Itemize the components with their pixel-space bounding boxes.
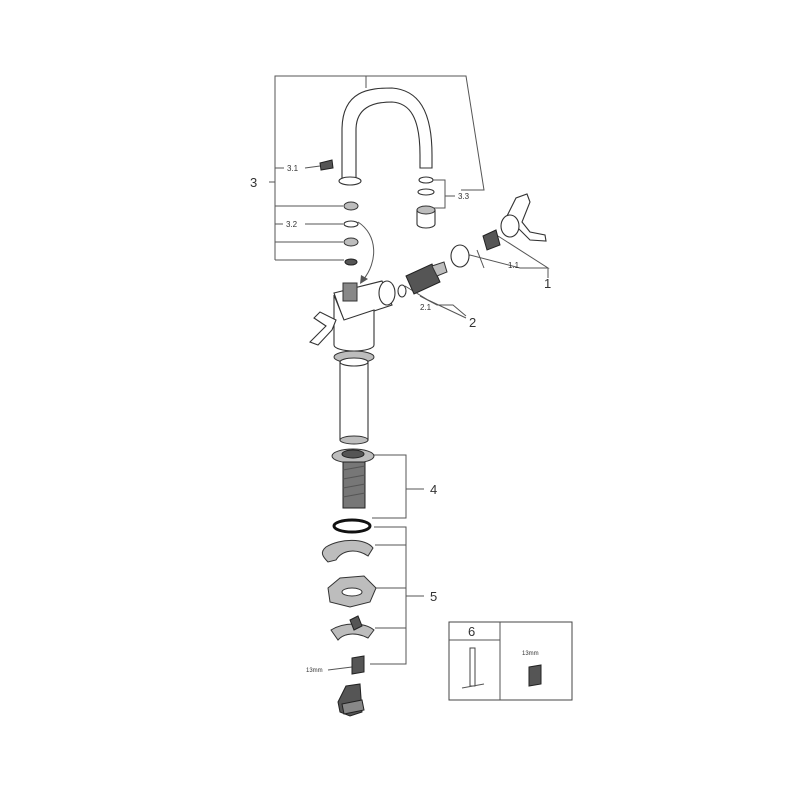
- leader-3: [274, 75, 366, 260]
- socket-tool: [528, 664, 542, 687]
- wrench-size-label: 13mm: [306, 668, 323, 674]
- valve-body: [309, 280, 396, 445]
- spout-clip: [319, 159, 334, 171]
- cartridge-o-ring: [397, 284, 407, 298]
- spout-washer: [417, 188, 435, 196]
- spout-o-ring: [418, 176, 434, 184]
- callout-5: 5: [430, 589, 437, 604]
- callout-3-2: 3.2: [286, 220, 298, 229]
- callout-2: 2: [469, 315, 476, 330]
- seal-ring-3: [343, 237, 359, 247]
- callout-1-1: 1.1: [508, 261, 520, 270]
- callout-3-1: 3.1: [287, 164, 299, 173]
- tool-box-wrench-size: 13mm: [522, 651, 539, 657]
- cartridge-2: [405, 263, 441, 295]
- fixing-fork: [330, 623, 375, 641]
- spout-assembly: [319, 87, 436, 284]
- handle-group: [397, 193, 547, 298]
- assembly-arrow-head: [360, 275, 368, 284]
- adapter-ring: [450, 244, 470, 268]
- callout-1: 1: [544, 276, 551, 291]
- handle-lever: [505, 193, 547, 242]
- extension-pipe-bottom: [339, 435, 369, 445]
- body-handle-left: [309, 311, 337, 346]
- cartridge-spindle: [431, 261, 448, 277]
- handle-cap: [482, 229, 501, 251]
- threaded-stud-group: [331, 448, 375, 509]
- horseshoe-washer: [321, 539, 374, 563]
- seal-ring-1: [343, 201, 359, 211]
- aerator-top: [416, 205, 436, 215]
- fixing-nut: [351, 655, 365, 675]
- callout-4: 4: [430, 482, 437, 497]
- spout: [341, 87, 433, 181]
- spout-base: [338, 176, 362, 186]
- seal-ring-4: [344, 258, 358, 266]
- seal-ring-2: [343, 220, 359, 228]
- callout-2-1: 2.1: [420, 303, 432, 312]
- handle-hub: [500, 214, 520, 238]
- tool-rod: [469, 647, 476, 687]
- mounting-group: [321, 518, 377, 717]
- gasket: [332, 518, 372, 534]
- callout-3: 3: [250, 175, 257, 190]
- callout-labels: 3 3.1 3.2 3.3 1.1 1 2.1 2 4 5 13mm 6 13m…: [250, 164, 551, 674]
- tool-box: [448, 621, 573, 701]
- body-thread: [342, 282, 358, 302]
- aerator: [416, 209, 436, 229]
- body-crosspiece-face: [378, 280, 396, 306]
- assembly-arrow: [357, 221, 375, 281]
- leader-lines: [269, 75, 550, 671]
- extension-pipe: [339, 361, 369, 441]
- tool-box-number: 6: [468, 624, 475, 639]
- extension-pipe-top: [339, 357, 369, 367]
- callout-3-3: 3.3: [458, 192, 470, 201]
